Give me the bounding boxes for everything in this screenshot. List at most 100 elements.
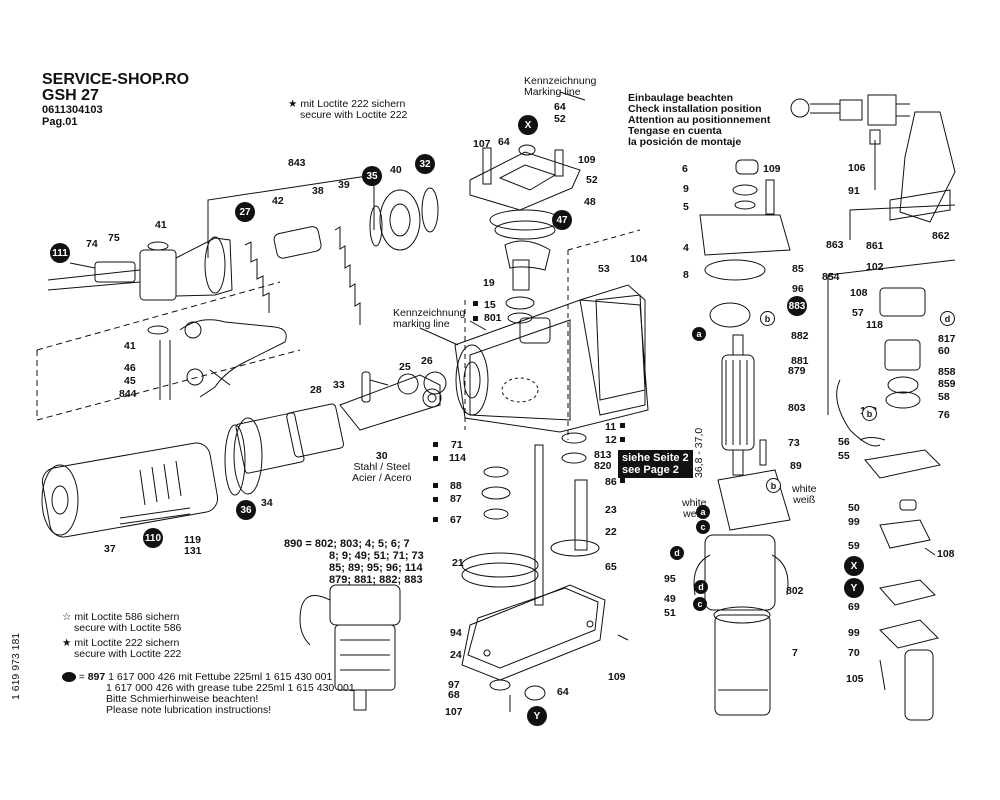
grease-line3: Bitte Schmierhinweise beachten!	[106, 693, 259, 705]
steel-part-number: 30	[375, 450, 388, 462]
badge-27: 27	[235, 202, 255, 222]
part-label-104: 104	[630, 253, 648, 265]
part-label-39: 39	[338, 179, 350, 191]
wire-color-left: white weiß	[682, 498, 707, 520]
gearbox-cover-plate	[461, 584, 606, 681]
install-es1: Tengase en cuenta	[628, 125, 722, 137]
part-label-22: 22	[605, 526, 617, 538]
part-label-41a: 41	[155, 219, 167, 231]
loctite-line2: secure with Loctite 222	[300, 109, 408, 121]
part-label-11: 11	[605, 421, 617, 433]
marking-en: Marking line	[524, 86, 581, 98]
part-label-15: 15	[484, 299, 496, 311]
badge-35: 35	[362, 166, 382, 186]
set-line3: 85; 89; 95; 96; 114	[329, 562, 423, 574]
part-label-24: 24	[450, 649, 462, 661]
shop-name: SERVICE-SHOP.RO	[42, 71, 190, 88]
badge-111: 111	[50, 243, 70, 263]
percussion-cylinder	[235, 412, 305, 474]
part-label-53: 53	[598, 263, 610, 275]
part-label-106: 106	[848, 162, 866, 174]
part-label-7: 7	[792, 647, 798, 659]
legend-loctite-222: ★ mit Loctite 222 sichern secure with Lo…	[62, 638, 181, 660]
part-label-844: 844	[119, 388, 137, 400]
wire-weiss-1: weiß	[683, 508, 706, 520]
part-label-57: 57	[852, 307, 864, 319]
grease-line1: 1 617 000 426 mit Fettube 225ml 1 615 43…	[108, 671, 333, 683]
badge-a1: a	[692, 327, 706, 341]
part-label-50: 50	[848, 502, 860, 514]
part-label-19: 19	[483, 277, 495, 289]
part-label-95: 95	[664, 573, 676, 585]
part-label-45: 45	[124, 375, 136, 387]
legend-loctite-586: ☆ mit Loctite 586 sichern secure with Lo…	[62, 612, 181, 634]
grease-line2: 1 617 000 426 with grease tube 225ml 1 6…	[106, 682, 355, 694]
part-label-820: 820	[594, 460, 612, 472]
part-label-64a: 64	[498, 136, 510, 148]
badge-y-right: Y	[844, 578, 864, 598]
badge-36: 36	[236, 500, 256, 520]
part-label-76: 76	[938, 409, 950, 421]
part-label-813: 813	[594, 449, 612, 461]
badge-47: 47	[552, 210, 572, 230]
badge-b1: b	[760, 311, 775, 326]
badge-y-bottom: Y	[527, 706, 547, 726]
badge-x-top: X	[518, 115, 538, 135]
part-label-882: 882	[791, 330, 809, 342]
part-label-881: 881	[791, 355, 809, 367]
set-890-list: 890 = 802; 803; 4; 5; 6; 7 8; 9; 49; 51;…	[284, 538, 424, 586]
badge-d2: d	[940, 311, 955, 326]
install-de: Einbaulage beachten	[628, 92, 734, 104]
tool-holder-body	[139, 249, 177, 301]
badge-x-right: X	[844, 556, 864, 576]
grease-line4: Please note lubrication instructions!	[106, 704, 272, 716]
part-label-52: 52	[586, 174, 598, 186]
part-label-87: 87	[450, 493, 462, 505]
part-label-131: 131	[184, 545, 202, 557]
marking-note-mid: Kennzeichnung marking line	[393, 308, 465, 330]
marking-mid-en: marking line	[393, 318, 450, 330]
part-label-861: 861	[866, 240, 884, 252]
part-label-107a: 107	[473, 138, 491, 150]
part-label-88: 88	[450, 480, 462, 492]
part-label-56: 56	[838, 436, 850, 448]
badge-883: 883	[787, 296, 807, 316]
legend-222-de: mit Loctite 222 sichern	[74, 637, 180, 649]
badge-110: 110	[143, 528, 163, 548]
legend-grease: = 897 1 617 000 426 mit Fettube 225ml 1 …	[62, 672, 355, 716]
part-label-85: 85	[792, 263, 804, 275]
part-label-67: 67	[450, 514, 462, 526]
armature-803	[721, 354, 755, 451]
part-label-858: 858	[938, 366, 956, 378]
part-label-97: 97	[448, 679, 460, 691]
part-label-40: 40	[390, 164, 402, 176]
badge-c2: c	[696, 520, 710, 534]
cover-52	[469, 151, 581, 211]
part-label-23: 23	[605, 504, 617, 516]
part-label-108b: 108	[937, 548, 955, 560]
part-label-4: 4	[683, 242, 689, 254]
part-label-59: 59	[848, 540, 860, 552]
part-label-33: 33	[333, 379, 345, 391]
part-label-68: 68	[448, 689, 460, 701]
steel-de: Stahl / Steel	[353, 461, 411, 473]
motor-housing-7	[714, 614, 771, 716]
part-label-58: 58	[938, 391, 950, 403]
part-label-109a: 109	[578, 154, 596, 166]
part-label-75: 75	[108, 232, 120, 244]
loctite-note-top: ★ mit Loctite 222 sichern secure with Lo…	[288, 99, 407, 121]
side-handle	[904, 649, 934, 721]
wire-color-right: white weiß	[792, 484, 817, 506]
part-label-862: 862	[932, 230, 950, 242]
part-label-25: 25	[399, 361, 411, 373]
part-label-41b: 41	[124, 340, 136, 352]
star-icon: ★	[62, 637, 72, 649]
star-icon: ★	[288, 98, 298, 110]
part-label-843: 843	[288, 157, 306, 169]
badge-32: 32	[415, 154, 435, 174]
part-label-48: 48	[584, 196, 596, 208]
part-label-37: 37	[104, 543, 116, 555]
part-label-46: 46	[124, 362, 136, 374]
part-label-65: 65	[605, 561, 617, 573]
part-label-109c: 109	[763, 163, 781, 175]
